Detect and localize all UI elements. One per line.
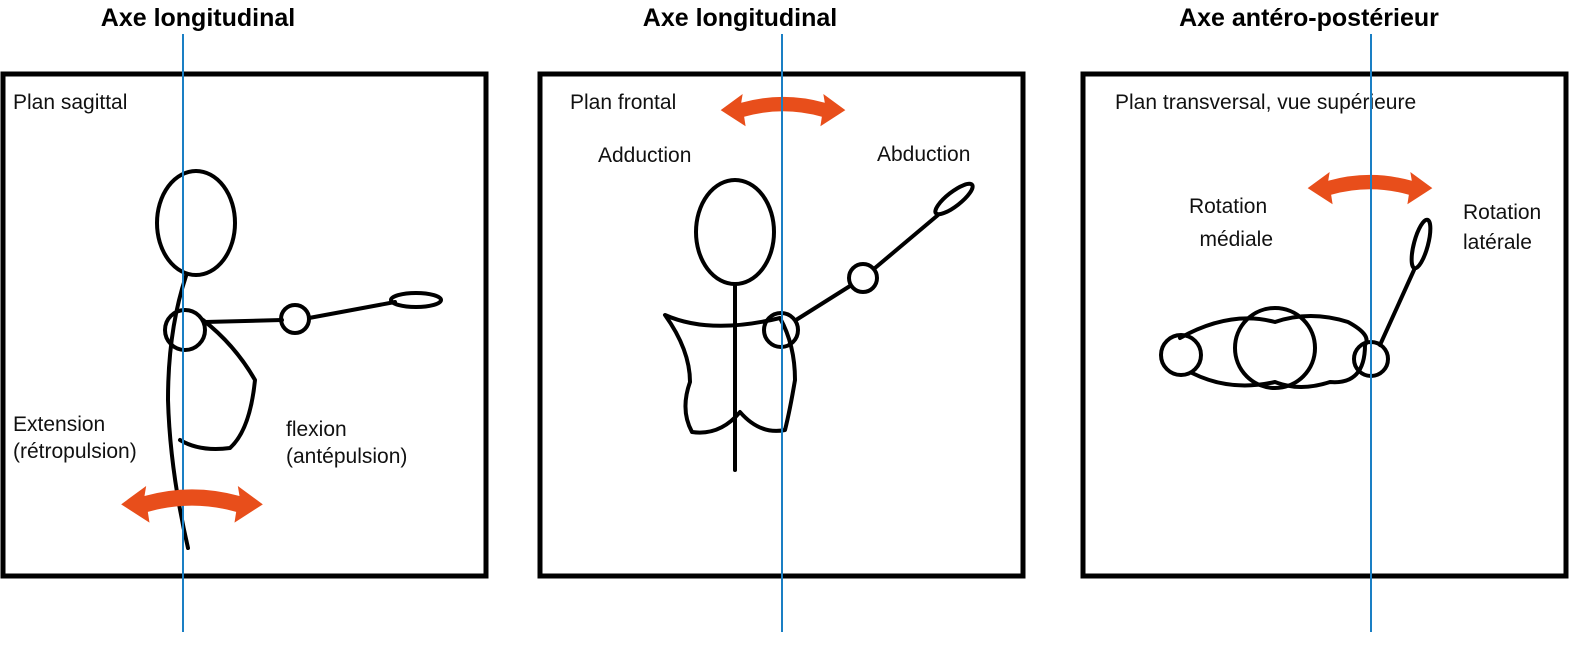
plane-label: Plan sagittal xyxy=(13,91,127,114)
scapula xyxy=(178,318,257,451)
arm xyxy=(1378,268,1416,347)
plane-label: Plan transversal, vue supérieure xyxy=(1115,91,1416,114)
plane-label: Plan frontal xyxy=(570,91,676,114)
panel-transversal: Axe antéro-postérieur Plan transversal, … xyxy=(1080,4,1569,632)
axis-title: Axe antéro-postérieur xyxy=(1179,4,1439,32)
forearm xyxy=(873,213,940,270)
motion-right-label: Rotation latérale xyxy=(1463,201,1547,254)
upper-arm xyxy=(203,318,284,324)
stick-figure-sagittal xyxy=(155,169,443,550)
panel-frontal: Axe longitudinal Plan frontal Adduction … xyxy=(537,4,1026,632)
upper-arm xyxy=(794,284,852,322)
head xyxy=(694,178,776,286)
hand xyxy=(933,181,975,217)
axis-title: Axe longitudinal xyxy=(643,4,837,32)
motion-left-label: Extension (rétropulsion) xyxy=(13,413,137,463)
plane-frame xyxy=(1080,71,1569,579)
movement-arrow xyxy=(121,486,263,523)
shoulder-girdle xyxy=(663,313,797,435)
head xyxy=(155,169,237,277)
hand xyxy=(1409,217,1433,271)
plane-frame xyxy=(0,71,489,579)
axis-title: Axe longitudinal xyxy=(101,4,295,32)
panel-sagittal: Axe longitudinal Plan sagittal Extension… xyxy=(0,4,489,632)
hand xyxy=(389,291,443,309)
stick-figure-frontal xyxy=(663,178,975,472)
forearm xyxy=(307,300,397,320)
left-shoulder-joint xyxy=(1159,333,1203,377)
motion-left-label: Rotation médiale xyxy=(1189,195,1273,251)
shoulder-girdle xyxy=(1178,314,1369,389)
elbow-joint xyxy=(847,262,879,294)
head xyxy=(1233,306,1317,390)
elbow-joint xyxy=(279,303,311,335)
motion-left-label: Adduction xyxy=(598,144,691,167)
motion-right-label: Abduction xyxy=(877,143,970,166)
motion-right-label: flexion (antépulsion) xyxy=(286,418,407,468)
shoulder-joint xyxy=(163,308,207,352)
